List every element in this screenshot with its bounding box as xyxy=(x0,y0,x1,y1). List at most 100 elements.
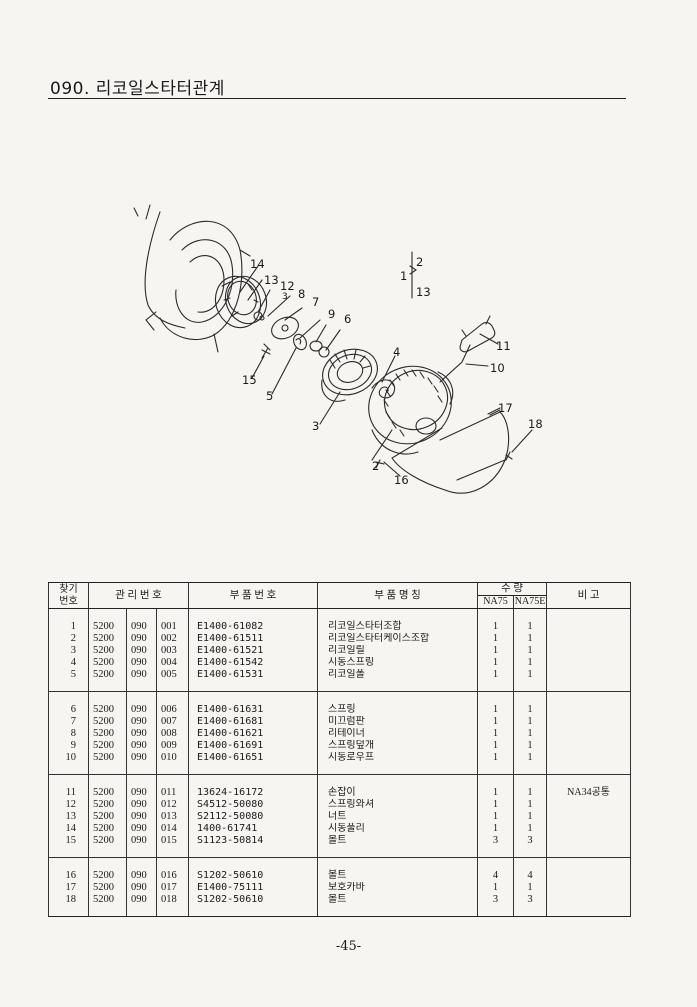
part-name-cell: 리코일폴 xyxy=(317,669,479,692)
mgmt-code-3-cell: 014 xyxy=(155,823,190,835)
mgmt-code-1-cell: 5200 xyxy=(88,645,127,657)
remarks-cell xyxy=(546,811,632,823)
item-no-cell: 18 xyxy=(48,894,89,917)
qty-na75e-cell: 1 xyxy=(513,740,548,752)
mgmt-code-3-cell: 002 xyxy=(155,633,190,645)
mgmt-code-3-cell: 003 xyxy=(155,645,190,657)
remarks-cell xyxy=(546,882,632,894)
part-name-cell: 리코일스타터조합 xyxy=(317,608,479,633)
mgmt-code-2-cell: 090 xyxy=(126,645,157,657)
mgmt-code-2-cell: 090 xyxy=(126,740,157,752)
qty-na75-cell: 1 xyxy=(477,752,515,775)
callout-17: 17 xyxy=(498,401,513,415)
qty-na75e-cell: 4 xyxy=(513,857,548,882)
qty-na75e-cell: 1 xyxy=(513,716,548,728)
header-remarks: 비 고 xyxy=(546,582,632,609)
callout-4: 4 xyxy=(393,345,400,359)
part-number-cell: 1400-61741 xyxy=(188,823,319,835)
remarks-cell xyxy=(546,716,632,728)
part-number-cell: E1400-61681 xyxy=(188,716,319,728)
item-no-cell: 17 xyxy=(48,882,89,894)
part-name-cell: 시동로우프 xyxy=(317,752,479,775)
header-mgmt-no: 관 리 번 호 xyxy=(87,582,190,609)
mgmt-code-1-cell: 5200 xyxy=(88,691,127,716)
mgmt-code-3-cell: 013 xyxy=(155,811,190,823)
item-no-cell: 1 xyxy=(48,608,89,633)
item-no-cell: 5 xyxy=(48,669,89,692)
callout-16: 16 xyxy=(394,473,409,487)
qty-na75-cell: 1 xyxy=(477,645,515,657)
qty-na75-cell: 1 xyxy=(477,740,515,752)
part-number-cell: S1202-50610 xyxy=(188,857,319,882)
item-no-cell: 10 xyxy=(48,752,89,775)
part-name-cell: 시동스프링 xyxy=(317,657,479,669)
item-no-cell: 16 xyxy=(48,857,89,882)
remarks-cell xyxy=(546,752,632,775)
qty-na75-cell: 3 xyxy=(477,835,515,858)
mgmt-code-3-cell: 009 xyxy=(155,740,190,752)
callout-10: 10 xyxy=(490,361,505,375)
header-item-no: 찾기 번호 xyxy=(48,582,89,609)
mgmt-code-1-cell: 5200 xyxy=(88,835,127,858)
mgmt-code-1-cell: 5200 xyxy=(88,894,127,917)
callout-1: 1 xyxy=(400,269,407,283)
mgmt-code-1-cell: 5200 xyxy=(88,716,127,728)
parts-table: 찾기 번호 관 리 번 호 부 품 번 호 부 품 명 칭 수 량 비 고 NA… xyxy=(48,582,632,917)
mgmt-code-1-cell: 5200 xyxy=(88,728,127,740)
item-no-cell: 2 xyxy=(48,633,89,645)
mgmt-code-2-cell: 090 xyxy=(126,728,157,740)
remarks-cell xyxy=(546,823,632,835)
mgmt-code-3-cell: 004 xyxy=(155,657,190,669)
remarks-cell xyxy=(546,691,632,716)
mgmt-code-1-cell: 5200 xyxy=(88,799,127,811)
item-no-cell: 6 xyxy=(48,691,89,716)
remarks-cell xyxy=(546,857,632,882)
part-number-cell: E1400-61531 xyxy=(188,669,319,692)
mgmt-code-2-cell: 090 xyxy=(126,691,157,716)
mgmt-code-3-cell: 007 xyxy=(155,716,190,728)
header-qty: 수 량 xyxy=(477,582,548,596)
page-number: -45- xyxy=(335,939,362,954)
qty-na75e-cell: 1 xyxy=(513,728,548,740)
remarks-cell: NA34공통 xyxy=(546,774,632,799)
qty-na75-cell: 1 xyxy=(477,657,515,669)
qty-na75-cell: 1 xyxy=(477,716,515,728)
mgmt-code-1-cell: 5200 xyxy=(88,774,127,799)
callout-3-small: 3 xyxy=(282,292,288,302)
callout-11: 11 xyxy=(496,339,511,353)
remarks-cell xyxy=(546,669,632,692)
mgmt-code-3-cell: 008 xyxy=(155,728,190,740)
remarks-cell xyxy=(546,740,632,752)
mgmt-code-1-cell: 5200 xyxy=(88,811,127,823)
qty-na75-cell: 3 xyxy=(477,894,515,917)
remarks-cell xyxy=(546,608,632,633)
mgmt-code-2-cell: 090 xyxy=(126,657,157,669)
mgmt-code-2-cell: 090 xyxy=(126,633,157,645)
qty-na75e-cell: 1 xyxy=(513,669,548,692)
mgmt-code-3-cell: 015 xyxy=(155,835,190,858)
part-name-cell: 스프링덮개 xyxy=(317,740,479,752)
mgmt-code-2-cell: 090 xyxy=(126,894,157,917)
qty-na75-cell: 1 xyxy=(477,691,515,716)
callout-13: 13 xyxy=(264,273,279,287)
qty-na75e-cell: 1 xyxy=(513,799,548,811)
qty-na75-cell: 1 xyxy=(477,669,515,692)
mgmt-code-3-cell: 016 xyxy=(155,857,190,882)
part-number-cell: E1400-61542 xyxy=(188,657,319,669)
qty-na75e-cell: 1 xyxy=(513,657,548,669)
qty-na75e-cell: 1 xyxy=(513,752,548,775)
mgmt-code-2-cell: 090 xyxy=(126,752,157,775)
part-number-cell: E1400-75111 xyxy=(188,882,319,894)
remarks-cell xyxy=(546,894,632,917)
part-number-cell: S2112-50080 xyxy=(188,811,319,823)
callout-14: 14 xyxy=(250,257,265,271)
remarks-cell xyxy=(546,657,632,669)
mgmt-code-2-cell: 090 xyxy=(126,823,157,835)
